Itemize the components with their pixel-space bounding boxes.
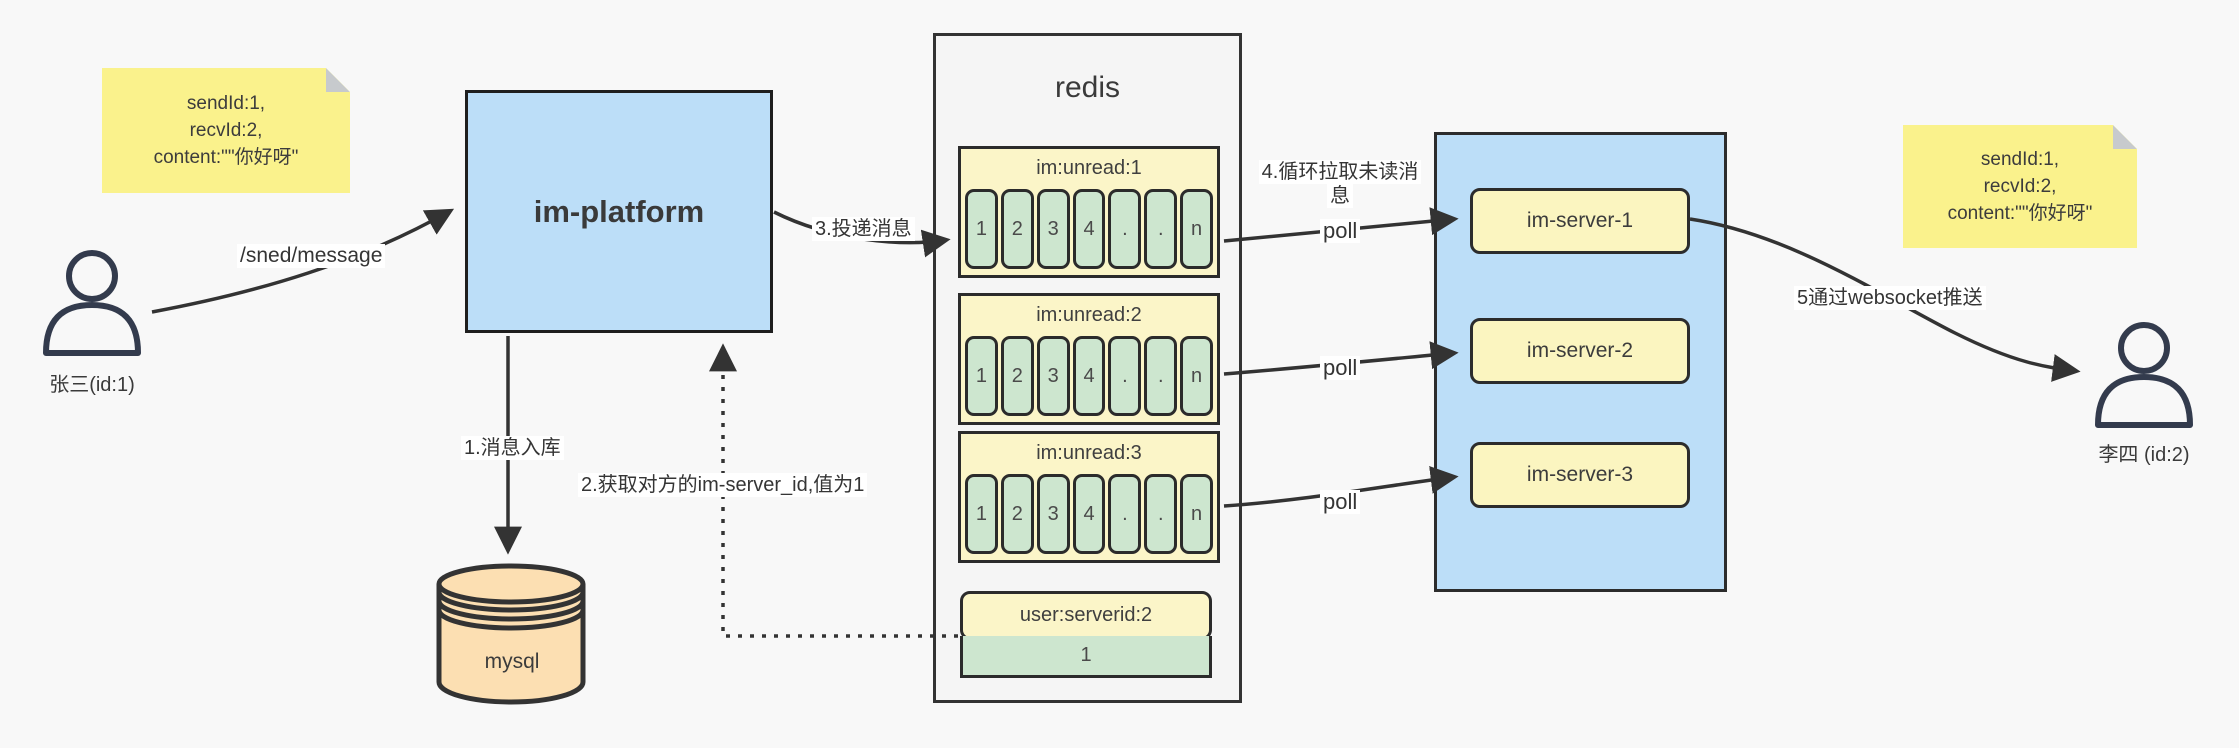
edge-label-pull-line2: 息 [1327,184,1353,208]
queue-cell: . [1108,474,1142,554]
note-line: sendId:1, [186,93,266,114]
queue-cell: . [1144,474,1178,554]
queue-cell: 1 [965,189,998,269]
kv-store: user:serverid:2 1 [960,591,1212,678]
edge-label-store: 1.消息入库 [461,436,564,460]
queue-cell: . [1108,189,1142,269]
queue-cell: 2 [1000,189,1034,269]
person-sender-icon [43,250,141,356]
queue-cell: . [1108,336,1142,416]
queue-cell: 3 [1036,474,1070,554]
edge-label-poll-2: poll [1320,356,1361,380]
mysql-label: mysql [484,650,540,673]
mysql-database-icon [436,563,586,705]
folded-corner-icon [2113,125,2137,149]
edge-label-push: 5通过websocket推送 [1794,286,1986,310]
queue-cell: 2 [1000,336,1034,416]
person-receiver-icon [2095,322,2193,428]
queue-cell: 3 [1036,189,1070,269]
queue-title: im:unread:2 [1036,304,1142,326]
note-line: sendId:1, [1980,149,2060,170]
note-sender-message: sendId:1, recvId:2, content:""你好呀" [102,68,350,193]
queue-cell: 3 [1036,336,1070,416]
queue-cell: 1 [965,336,998,416]
receiver-label: 李四 (id:2) [2098,444,2190,466]
note-line: content:""你好呀" [1947,203,2093,224]
queue-cell: n [1180,336,1214,416]
queue-cell: n [1180,474,1214,554]
queue-cell: . [1144,336,1178,416]
queue-cell: 4 [1072,474,1106,554]
platform-label: im-platform [533,193,705,229]
note-receiver-message: sendId:1, recvId:2, content:""你好呀" [1903,125,2137,248]
server-box-3: im-server-3 [1470,442,1690,508]
queue-title: im:unread:1 [1036,157,1142,179]
server-box-1: im-server-1 [1470,188,1690,254]
queue-cell: n [1180,189,1214,269]
edge-label-poll-1: poll [1320,219,1361,243]
server-group: im-server-1 im-server-2 im-server-3 [1434,132,1727,592]
sender-label: 张三(id:1) [49,374,135,396]
edge-label-pull-line1: 4.循环拉取未读消 [1258,160,1422,184]
queue-cell: 2 [1000,474,1034,554]
queue-title: im:unread:3 [1036,442,1142,464]
redis-title: redis [1054,71,1121,104]
edge-label-send: /sned/message [237,244,386,268]
queue-cell: . [1144,189,1178,269]
note-line: recvId:2, [189,120,263,141]
folded-corner-icon [326,68,350,92]
edge-label-lookup: 2.获取对方的im-server_id,值为1 [578,473,868,497]
note-line: recvId:2, [1983,176,2057,197]
queue-cell: 4 [1072,189,1106,269]
edge-label-deliver: 3.投递消息 [812,217,915,241]
queue-cell: 1 [965,474,998,554]
kv-title: user:serverid:2 [960,591,1212,640]
queue-cell: 4 [1072,336,1106,416]
server-box-2: im-server-2 [1470,318,1690,384]
note-line: content:""你好呀" [153,147,299,168]
kv-value: 1 [960,636,1212,678]
edge-label-pull: 4.循环拉取未读消 息 [1252,160,1428,208]
edge-label-poll-3: poll [1320,490,1361,514]
platform-box: im-platform [465,90,773,333]
